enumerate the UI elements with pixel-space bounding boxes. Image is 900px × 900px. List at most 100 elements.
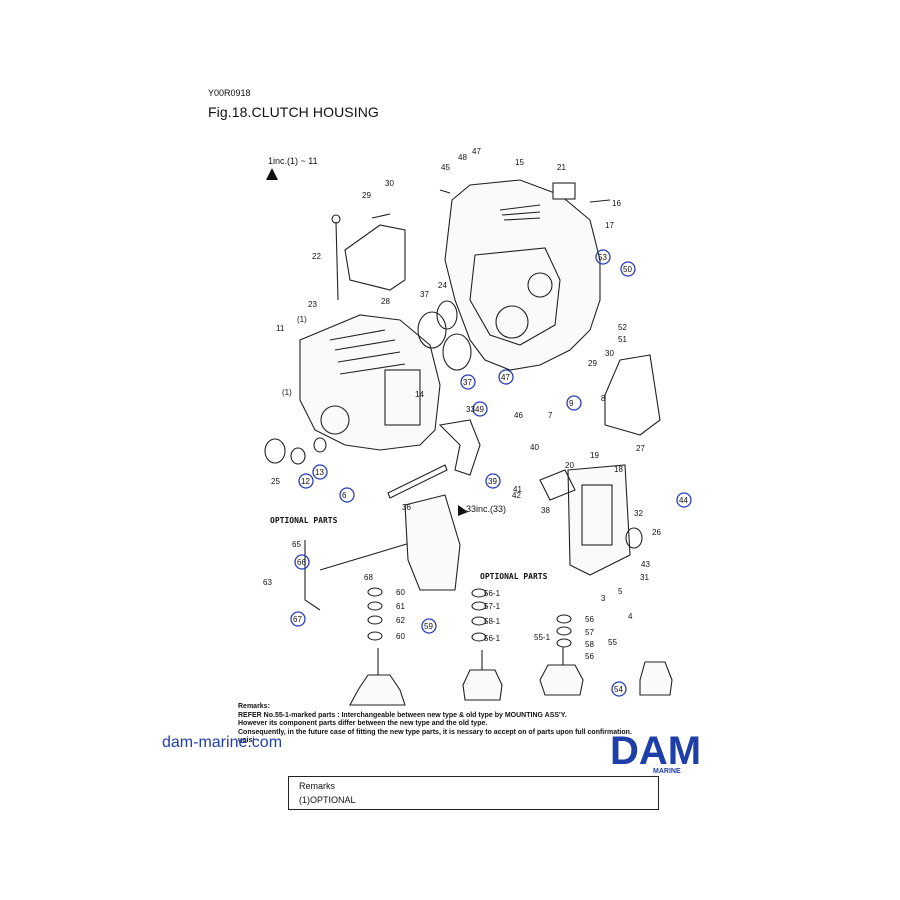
callout-30: 30 xyxy=(385,179,394,188)
part-cover-18 xyxy=(567,464,631,576)
callout-11: 11 xyxy=(276,324,285,333)
callout-18: 18 xyxy=(614,465,623,474)
callout-49: 49 xyxy=(475,405,484,414)
washer-stack-mid xyxy=(471,588,487,642)
remarks-box-title: Remarks xyxy=(299,781,336,791)
callout-highlight-ring xyxy=(421,618,437,634)
figure-code: Y00R0918 xyxy=(208,88,251,98)
callout-44: 44 xyxy=(679,496,688,505)
callout-highlight-ring xyxy=(472,401,488,417)
callout-31: 31 xyxy=(640,573,649,582)
callout-highlight-ring xyxy=(485,473,501,489)
remarks-line-1: REFER No.55-1-marked parts : Interchange… xyxy=(238,711,567,719)
callout-8: 8 xyxy=(601,394,606,403)
callout-55: 55 xyxy=(608,638,617,647)
callout-48: 48 xyxy=(458,153,467,162)
callout-41: 41 xyxy=(513,485,522,494)
callout-52: 52 xyxy=(618,323,627,332)
callout-4: 4 xyxy=(628,612,633,621)
optional-parts-label-right: OPTIONAL PARTS xyxy=(480,572,548,581)
callout-30: 30 xyxy=(605,349,614,358)
callout-65: 65 xyxy=(292,540,301,549)
callout-36: 36 xyxy=(402,503,411,512)
callout-58-1: 58-1 xyxy=(484,617,501,626)
callout-highlight-ring xyxy=(595,249,611,265)
callout-67: 67 xyxy=(293,615,302,624)
callout-21: 21 xyxy=(557,163,566,172)
callout-13: 13 xyxy=(315,468,324,477)
callout-highlight-ring xyxy=(460,374,476,390)
callout-24: 24 xyxy=(438,281,447,290)
callout-15: 15 xyxy=(515,158,524,167)
figure-title: Fig.18.CLUTCH HOUSING xyxy=(208,104,379,120)
callout-39: 39 xyxy=(488,477,497,486)
remarks-line-3: Consequently, in the future case of fitt… xyxy=(238,728,632,736)
callout-12: 12 xyxy=(301,477,310,486)
remarks-line-2: However its component parts differ betwe… xyxy=(238,720,488,728)
callout-56: 56 xyxy=(585,652,594,661)
remarks-line-4: uoisi xyxy=(238,737,255,745)
remarks-box: Remarks (1)OPTIONAL xyxy=(288,776,659,810)
inc-label-33: 33inc.(33) xyxy=(466,504,506,514)
callout-22: 22 xyxy=(312,252,321,261)
callout-68: 68 xyxy=(364,573,373,582)
callout-3: 3 xyxy=(601,594,606,603)
callout-14: 14 xyxy=(415,390,424,399)
callout-63: 63 xyxy=(263,578,272,587)
callout-27: 27 xyxy=(636,444,645,453)
washer-stack-right xyxy=(556,614,572,648)
callout-6: 6 xyxy=(342,491,347,500)
callout-51: 51 xyxy=(618,335,627,344)
part-cylinder-20 xyxy=(539,469,576,501)
callout-37: 37 xyxy=(463,378,472,387)
callout-59: 59 xyxy=(424,622,433,631)
callout-46: 46 xyxy=(514,411,523,420)
callout-highlight-ring xyxy=(620,261,636,277)
callout-5: 5 xyxy=(618,587,623,596)
callout-57: 57 xyxy=(585,628,594,637)
part-dipstick-22 xyxy=(335,221,339,301)
callout-29: 29 xyxy=(362,191,371,200)
part-fork-33 xyxy=(438,419,481,476)
callout-32: 32 xyxy=(634,509,643,518)
callout-highlight-ring xyxy=(498,369,514,385)
callout-40: 40 xyxy=(530,443,539,452)
part-shaft-36 xyxy=(387,464,448,499)
callout-53: 53 xyxy=(598,253,607,262)
callout-56-1: 56-1 xyxy=(484,589,501,598)
remarks-heading: Remarks: xyxy=(238,703,270,710)
website-link[interactable]: dam-marine.com xyxy=(162,734,283,751)
callout-19: 19 xyxy=(590,451,599,460)
callout-9: 9 xyxy=(569,399,574,408)
callout-61: 61 xyxy=(396,602,405,611)
callout-25: 25 xyxy=(271,477,280,486)
callout-highlight-ring xyxy=(294,554,310,570)
optional-parts-label-left: OPTIONAL PARTS xyxy=(270,516,338,525)
remarks-notes: Remarks: REFER No.55-1-marked parts : In… xyxy=(238,703,658,746)
callout-29: 29 xyxy=(588,359,597,368)
remarks-box-optional: (1)OPTIONAL xyxy=(299,795,356,805)
callout-highlight-ring xyxy=(611,681,627,697)
part-bracket-63 xyxy=(304,540,321,611)
callout-opt1opt: (1) xyxy=(282,388,292,397)
part-mount-right xyxy=(539,664,584,696)
logo-subtitle: MARINE xyxy=(653,768,681,775)
part-mount-54 xyxy=(639,661,673,696)
callout-highlight-ring xyxy=(676,492,692,508)
callout-highlight-ring xyxy=(339,487,355,503)
callout-56: 56 xyxy=(585,615,594,624)
callout-62: 62 xyxy=(396,616,405,625)
callout-opt1opt: (1) xyxy=(297,315,307,324)
callout-33: 33 xyxy=(466,405,475,414)
callout-23: 23 xyxy=(308,300,317,309)
callout-42: 42 xyxy=(512,491,521,500)
part-plate-68 xyxy=(404,494,461,591)
callout-45: 45 xyxy=(441,163,450,172)
callout-50: 50 xyxy=(623,265,632,274)
washer-stack-left xyxy=(367,587,383,641)
callout-37: 37 xyxy=(420,290,429,299)
part-bracket-28 xyxy=(344,224,406,291)
callout-highlight-ring xyxy=(298,473,314,489)
